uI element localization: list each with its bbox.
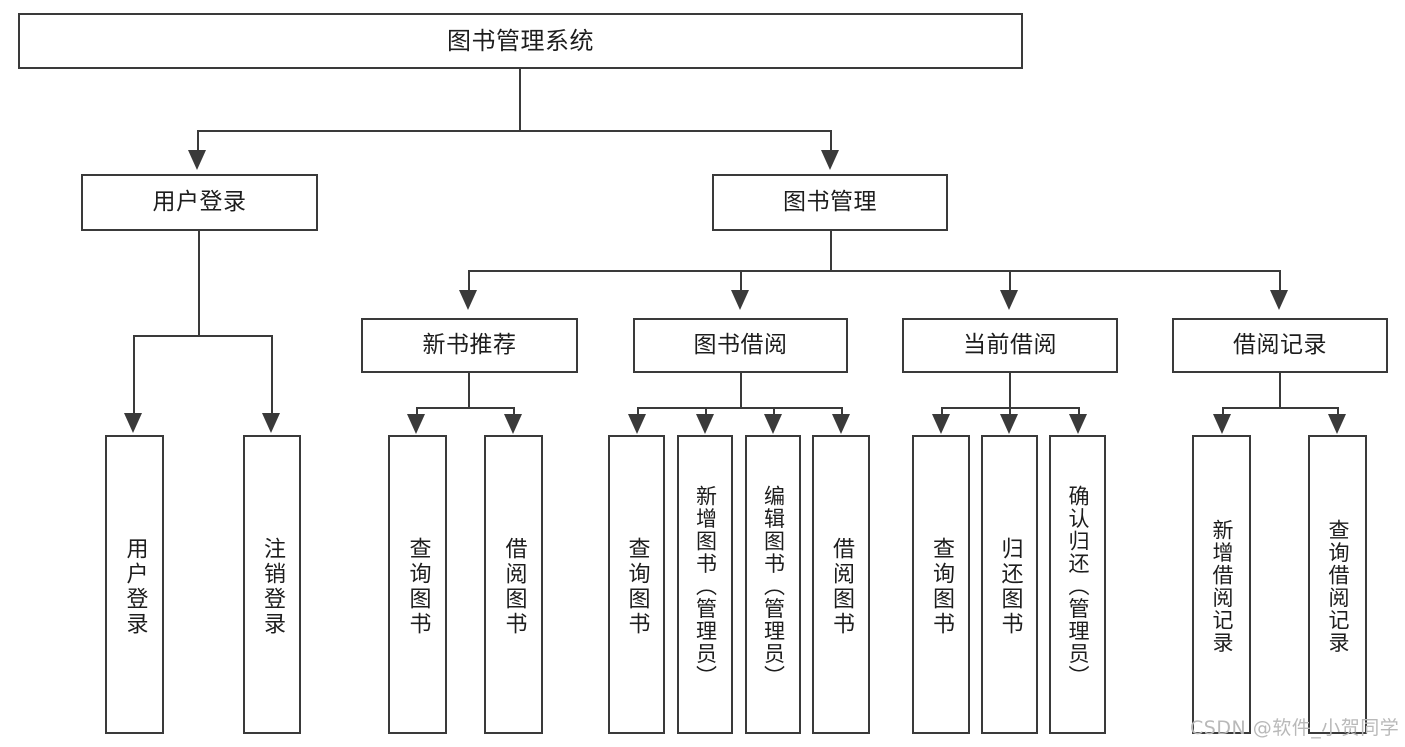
- arrow-bb-to-leaf-4: [832, 414, 850, 434]
- connector-book-management-stem: [830, 231, 832, 272]
- node-label: 借阅记录: [1233, 331, 1327, 358]
- connector-br-to-leaf-2: [1337, 407, 1339, 416]
- node-label: 查询图书: [929, 536, 954, 637]
- node-label: 图书管理系统: [447, 26, 594, 55]
- leaf-new-book-borrow[interactable]: 借阅图书: [484, 435, 543, 734]
- connector-bb-to-leaf-1: [637, 407, 639, 416]
- leaf-current-return[interactable]: 归还图书: [981, 435, 1038, 734]
- node-user-login[interactable]: 用户登录: [81, 174, 318, 231]
- connector-borrow-bus: [637, 407, 842, 409]
- connector-current-stem: [1009, 373, 1011, 408]
- connector-nb-to-leaf-1: [416, 407, 418, 416]
- arrow-bm-to-new-book: [459, 290, 477, 310]
- arrow-bm-to-borrow: [731, 290, 749, 310]
- connector-new-book-bus: [416, 407, 513, 409]
- node-new-book-recommend[interactable]: 新书推荐: [361, 318, 578, 373]
- arrow-root-to-user-login: [188, 150, 206, 170]
- node-label: 查询图书: [405, 536, 431, 637]
- arrow-nb-to-leaf-1: [407, 414, 425, 434]
- connector-cb-to-leaf-1: [941, 407, 943, 416]
- node-label: 注销登录: [260, 536, 285, 637]
- connector-bm-to-current: [1009, 270, 1011, 292]
- node-book-borrow[interactable]: 图书借阅: [633, 318, 848, 373]
- connector-bb-to-leaf-4: [841, 407, 843, 416]
- connector-borrow-stem: [740, 373, 742, 408]
- leaf-user-login-login[interactable]: 用户登录: [105, 435, 164, 734]
- leaf-user-login-logout[interactable]: 注销登录: [243, 435, 301, 734]
- node-current-borrow[interactable]: 当前借阅: [902, 318, 1118, 373]
- node-book-management[interactable]: 图书管理: [712, 174, 948, 231]
- node-borrow-records[interactable]: 借阅记录: [1172, 318, 1388, 373]
- node-label: 新书推荐: [422, 331, 517, 358]
- arrow-nb-to-leaf-2: [504, 414, 522, 434]
- connector-bm-to-records: [1279, 270, 1281, 292]
- leaf-borrow-edit-book-admin[interactable]: 编辑图书（管理员）: [745, 435, 801, 734]
- arrow-br-to-leaf-1: [1213, 414, 1231, 434]
- leaf-new-book-search[interactable]: 查询图书: [388, 435, 447, 734]
- arrow-cb-to-leaf-3: [1069, 414, 1087, 434]
- node-label: 编辑图书（管理员）: [761, 485, 786, 688]
- connector-user-login-to-leaf-1: [133, 335, 135, 415]
- connector-root-to-user-login: [197, 130, 199, 152]
- node-label: 图书借阅: [693, 331, 788, 358]
- node-label: 图书管理: [783, 188, 877, 215]
- arrow-br-to-leaf-2: [1328, 414, 1346, 434]
- leaf-records-add-record[interactable]: 新增借阅记录: [1192, 435, 1251, 734]
- arrow-bb-to-leaf-1: [628, 414, 646, 434]
- node-label: 查询图书: [624, 536, 650, 637]
- leaf-current-search[interactable]: 查询图书: [912, 435, 970, 734]
- arrow-bm-to-records: [1270, 290, 1288, 310]
- connector-cb-to-leaf-2: [1009, 407, 1011, 416]
- node-label: 新增借阅记录: [1210, 519, 1234, 654]
- arrow-cb-to-leaf-2: [1000, 414, 1018, 434]
- connector-user-login-bus: [133, 335, 271, 337]
- arrow-root-to-book-management: [821, 150, 839, 170]
- connector-root-to-book-management: [830, 130, 832, 152]
- node-root-book-management-system[interactable]: 图书管理系统: [18, 13, 1023, 69]
- node-label: 用户登录: [122, 536, 148, 637]
- connector-new-book-stem: [468, 373, 470, 408]
- arrow-bb-to-leaf-2: [696, 414, 714, 434]
- connector-book-management-bus: [468, 270, 1279, 272]
- connector-bb-to-leaf-2: [705, 407, 707, 416]
- connector-records-bus: [1222, 407, 1337, 409]
- leaf-records-search-record[interactable]: 查询借阅记录: [1308, 435, 1367, 734]
- node-label: 查询借阅记录: [1326, 519, 1350, 654]
- node-label: 归还图书: [997, 536, 1023, 637]
- leaf-current-confirm-return-admin[interactable]: 确认归还（管理员）: [1049, 435, 1106, 734]
- leaf-borrow-add-book-admin[interactable]: 新增图书（管理员）: [677, 435, 733, 734]
- connector-records-stem: [1279, 373, 1281, 408]
- node-label: 用户登录: [152, 188, 247, 215]
- node-label: 新增图书（管理员）: [693, 485, 718, 688]
- arrow-bb-to-leaf-3: [764, 414, 782, 434]
- node-label: 确认归还（管理员）: [1066, 485, 1090, 688]
- connector-root-stem: [519, 69, 521, 131]
- connector-user-login-stem: [198, 231, 200, 336]
- connector-bb-to-leaf-3: [773, 407, 775, 416]
- arrow-user-login-to-leaf-2: [262, 413, 280, 433]
- arrow-user-login-to-leaf-1: [124, 413, 142, 433]
- arrow-bm-to-current: [1000, 290, 1018, 310]
- connector-bm-to-borrow: [740, 270, 742, 292]
- leaf-borrow-borrow-book[interactable]: 借阅图书: [812, 435, 870, 734]
- node-label: 当前借阅: [963, 331, 1057, 358]
- arrow-cb-to-leaf-1: [932, 414, 950, 434]
- connector-nb-to-leaf-2: [513, 407, 515, 416]
- node-label: 借阅图书: [501, 536, 527, 637]
- connector-root-bus: [197, 130, 831, 132]
- connector-br-to-leaf-1: [1222, 407, 1224, 416]
- connector-user-login-to-leaf-2: [271, 335, 273, 415]
- node-label: 借阅图书: [829, 536, 854, 637]
- connector-bm-to-new-book: [468, 270, 470, 292]
- leaf-borrow-search[interactable]: 查询图书: [608, 435, 665, 734]
- connector-cb-to-leaf-3: [1078, 407, 1080, 416]
- watermark-text: CSDN @软件_小贺同学: [1190, 717, 1400, 739]
